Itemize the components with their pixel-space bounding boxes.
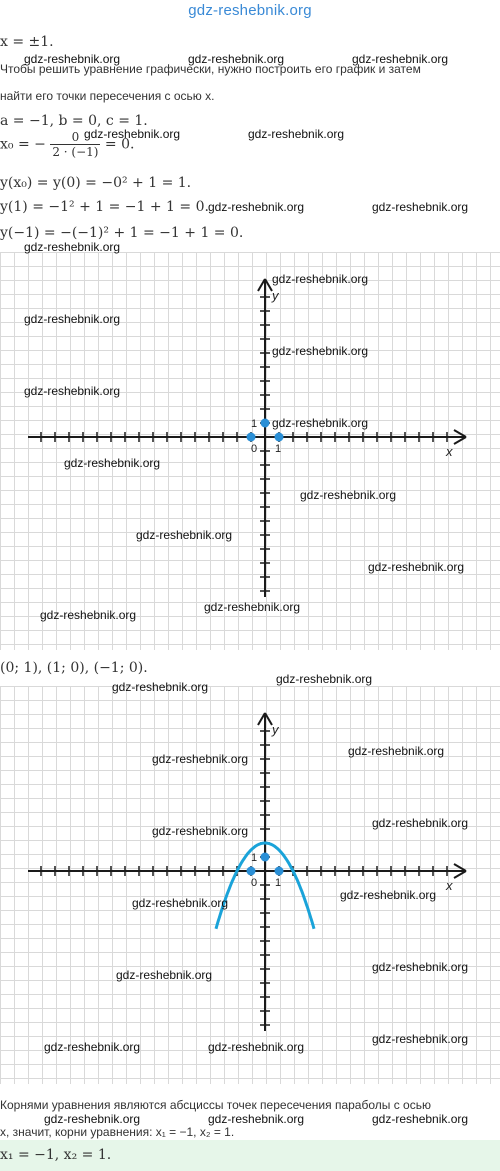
graph-1-x-label: x xyxy=(445,444,453,459)
x-axis-arrow xyxy=(453,429,467,445)
conclusion-line-1: Корнями уравнения являются абсциссы точе… xyxy=(0,1098,431,1112)
watermark: gdz-reshebnik.org xyxy=(64,456,161,470)
watermark: gdz-reshebnik.org xyxy=(208,1112,305,1126)
coefficients: a = −1, b = 0, c = 1. xyxy=(0,113,148,129)
graph-point xyxy=(274,866,284,876)
watermark: gdz-reshebnik.org xyxy=(372,200,469,214)
graph-point xyxy=(274,432,284,442)
graph-1-grid xyxy=(0,252,500,650)
watermark: gdz-reshebnik.org xyxy=(24,312,121,326)
y-at-minus-one: y(−1) = −(−1)² + 1 = −1 + 1 = 0. xyxy=(0,225,244,241)
y-axis-arrow xyxy=(257,712,273,726)
graph-2-grid xyxy=(0,686,500,1084)
vertex-denominator: 2 · (−1) xyxy=(52,145,99,159)
watermark: gdz-reshebnik.org xyxy=(272,272,369,286)
graph-1-y-label: y xyxy=(271,288,280,303)
watermark: gdz-reshebnik.org xyxy=(340,888,437,902)
graph-1-origin-label: 0 xyxy=(251,443,257,455)
watermark: gdz-reshebnik.org xyxy=(372,1112,469,1126)
x-axis-arrow xyxy=(453,863,467,879)
vertex-numerator: 0 xyxy=(50,130,101,145)
y-at-one: y(1) = −1² + 1 = −1 + 1 = 0. xyxy=(0,199,209,215)
graph-2: x y 0 1 1 xyxy=(28,712,467,1031)
graph-1-points xyxy=(246,418,284,442)
graph-2-unit-y-label: 1 xyxy=(251,852,257,864)
y-axis-arrow xyxy=(257,278,273,292)
graph-2-x-label: x xyxy=(445,878,453,893)
watermark: gdz-reshebnik.org xyxy=(272,416,369,430)
watermark: gdz-reshebnik.org xyxy=(152,752,249,766)
graph-2-points xyxy=(246,852,284,876)
watermark: gdz-reshebnik.org xyxy=(84,127,181,141)
intro-line-1: Чтобы решить уравнение графически, нужно… xyxy=(0,62,421,76)
watermark: gdz-reshebnik.org xyxy=(24,384,121,398)
graph-2-origin-label: 0 xyxy=(251,877,257,889)
watermark: gdz-reshebnik.org xyxy=(208,200,305,214)
roots-fragment: x = ±1. xyxy=(0,34,54,50)
watermark: gdz-reshebnik.org xyxy=(152,824,249,838)
graph-1-unit-y-label: 1 xyxy=(251,418,257,430)
graph-point xyxy=(260,852,270,862)
intersection-points: (0; 1), (1; 0), (−1; 0). xyxy=(0,660,148,676)
answer-box xyxy=(0,1140,500,1171)
watermark: gdz-reshebnik.org xyxy=(40,608,137,622)
watermark: gdz-reshebnik.org xyxy=(368,560,465,574)
vertex-lhs: x₀ = − xyxy=(0,136,46,153)
watermark: gdz-reshebnik.org xyxy=(300,488,397,502)
watermark: gdz-reshebnik.org xyxy=(136,528,233,542)
watermark: gdz-reshebnik.org xyxy=(24,52,121,66)
watermark: gdz-reshebnik.org xyxy=(24,240,121,254)
graph-2-y-label: y xyxy=(271,722,280,737)
watermark: gdz-reshebnik.org xyxy=(348,744,445,758)
parabola-curve xyxy=(214,841,316,930)
graph-point xyxy=(260,418,270,428)
watermark: gdz-reshebnik.org xyxy=(352,52,449,66)
watermark: gdz-reshebnik.org xyxy=(372,816,469,830)
intro-line-2: найти его точки пересечения с осью x. xyxy=(0,89,215,103)
watermark: gdz-reshebnik.org xyxy=(188,52,285,66)
vertex-formula: x₀ = − 0 2 · (−1) = 0. xyxy=(0,130,134,159)
graph-1-unit-x-label: 1 xyxy=(275,443,281,455)
graph-1: x y 0 1 1 xyxy=(28,278,467,597)
watermark: gdz-reshebnik.org xyxy=(272,344,369,358)
watermark: gdz-reshebnik.org xyxy=(116,968,213,982)
watermark: gdz-reshebnik.org xyxy=(372,960,469,974)
vertex-rhs: = 0. xyxy=(104,136,135,153)
conclusion-line-2: x, значит, корни уравнения: x₁ = −1, x₂ … xyxy=(0,1125,235,1139)
watermark: gdz-reshebnik.org xyxy=(132,896,229,910)
watermark: gdz-reshebnik.org xyxy=(44,1112,141,1126)
watermark: gdz-reshebnik.org xyxy=(248,127,345,141)
site-header[interactable]: gdz-reshebnik.org xyxy=(188,2,312,19)
y-at-vertex: y(x₀) = y(0) = −0² + 1 = 1. xyxy=(0,175,192,191)
watermark: gdz-reshebnik.org xyxy=(372,1032,469,1046)
vertex-fraction: 0 2 · (−1) xyxy=(50,130,101,159)
graph-2-unit-x-label: 1 xyxy=(275,877,281,889)
watermark: gdz-reshebnik.org xyxy=(44,1040,141,1054)
watermark: gdz-reshebnik.org xyxy=(276,672,373,686)
graph-point xyxy=(246,866,256,876)
watermark: gdz-reshebnik.org xyxy=(208,1040,305,1054)
watermark: gdz-reshebnik.org xyxy=(204,600,301,614)
graph-point xyxy=(246,432,256,442)
answer-text: x₁ = −1, x₂ = 1. xyxy=(0,1147,112,1163)
watermark: gdz-reshebnik.org xyxy=(112,680,209,694)
